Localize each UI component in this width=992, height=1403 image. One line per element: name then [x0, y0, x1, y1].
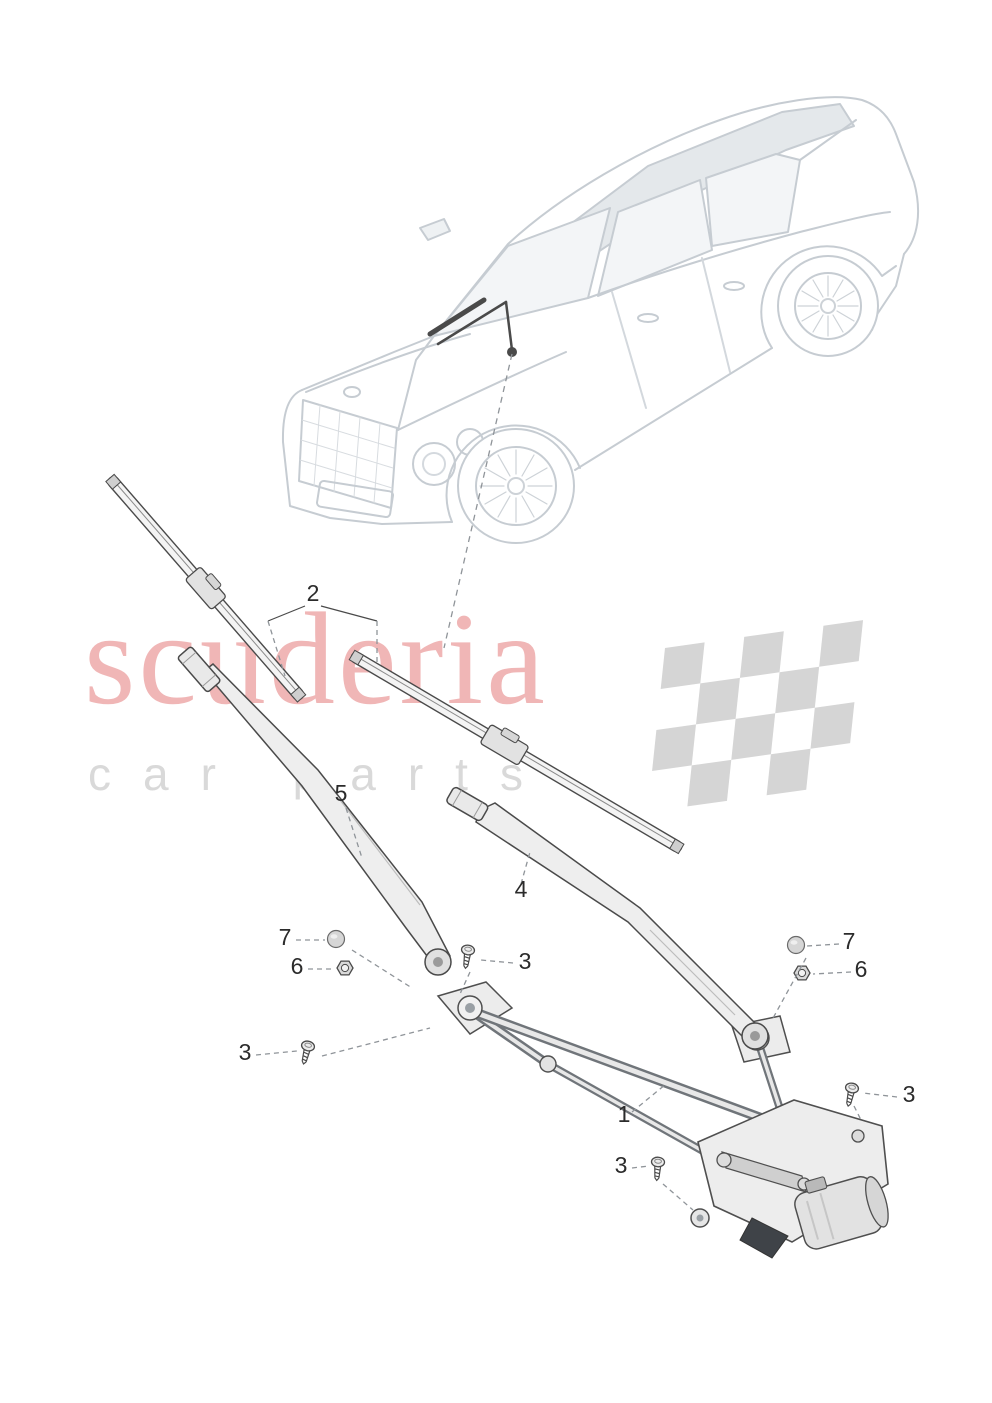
callout-6-left: 6 [291, 953, 304, 979]
car-door-handle [723, 281, 745, 291]
car-mirror [419, 218, 451, 241]
screw-icon [841, 1081, 861, 1109]
car-illustration [281, 96, 920, 544]
car-wiper-detail [427, 297, 517, 357]
car-door-handle [637, 313, 659, 323]
car-side-window-rear [705, 153, 801, 247]
callouts: 2 5 4 7 6 7 6 3 3 1 3 3 [239, 580, 916, 1178]
car-headlight [412, 442, 456, 486]
callout-1: 1 [618, 1101, 631, 1127]
car-beltline [587, 211, 891, 299]
checker-square [652, 724, 696, 771]
car-body-outline [301, 96, 920, 391]
checker-square [819, 620, 864, 667]
car-grille [298, 399, 398, 509]
car-license-plate [315, 479, 395, 519]
cap-icon [326, 929, 346, 949]
wiper-blade-right [348, 649, 685, 855]
arm-left-blade-adapter [177, 646, 221, 693]
callout-3-right: 3 [903, 1081, 916, 1107]
checker-square [775, 666, 820, 714]
nut-icon [793, 965, 811, 981]
car-rocker-line [574, 347, 773, 471]
motor-connector [739, 1217, 789, 1259]
callout-3-upper-left: 3 [519, 948, 532, 974]
callout-3-left: 3 [239, 1039, 252, 1065]
screw-icon [458, 943, 476, 970]
motor-cylinder [794, 1176, 889, 1250]
wiper-arm-left [202, 662, 452, 976]
checker-square [731, 713, 776, 760]
callout-3-bottom: 3 [615, 1152, 628, 1178]
screw-icon [649, 1156, 666, 1182]
checkered-flag [652, 620, 864, 807]
arm-right-hook [446, 786, 489, 822]
checker-square [660, 642, 705, 689]
callout-2: 2 [307, 580, 320, 606]
wiper-motor [690, 1099, 889, 1259]
checker-square [687, 759, 732, 807]
cap-icon [786, 935, 806, 955]
checker-square [810, 702, 855, 749]
wiper-arm-right [475, 802, 769, 1050]
checker-square [766, 748, 811, 796]
checker-square [695, 677, 740, 725]
callout-4: 4 [515, 876, 528, 902]
car-front-wheel [457, 428, 575, 544]
callout-7-left: 7 [279, 924, 292, 950]
watermark-brand-text: scuderia [84, 585, 548, 732]
car-rear-wheel [777, 255, 879, 357]
leader-lines [255, 353, 898, 1211]
screw-icon [296, 1039, 317, 1067]
car-badge [343, 386, 361, 398]
car-side-window-front [597, 179, 713, 297]
callout-5: 5 [335, 780, 348, 806]
nut-icon [336, 960, 354, 976]
callout-7-right: 7 [843, 928, 856, 954]
callout-6-right: 6 [855, 956, 868, 982]
checker-square [739, 631, 784, 678]
callout-bracket [267, 605, 378, 622]
watermark: scuderia car parts [84, 585, 864, 807]
wiper-blade-left [105, 473, 307, 703]
